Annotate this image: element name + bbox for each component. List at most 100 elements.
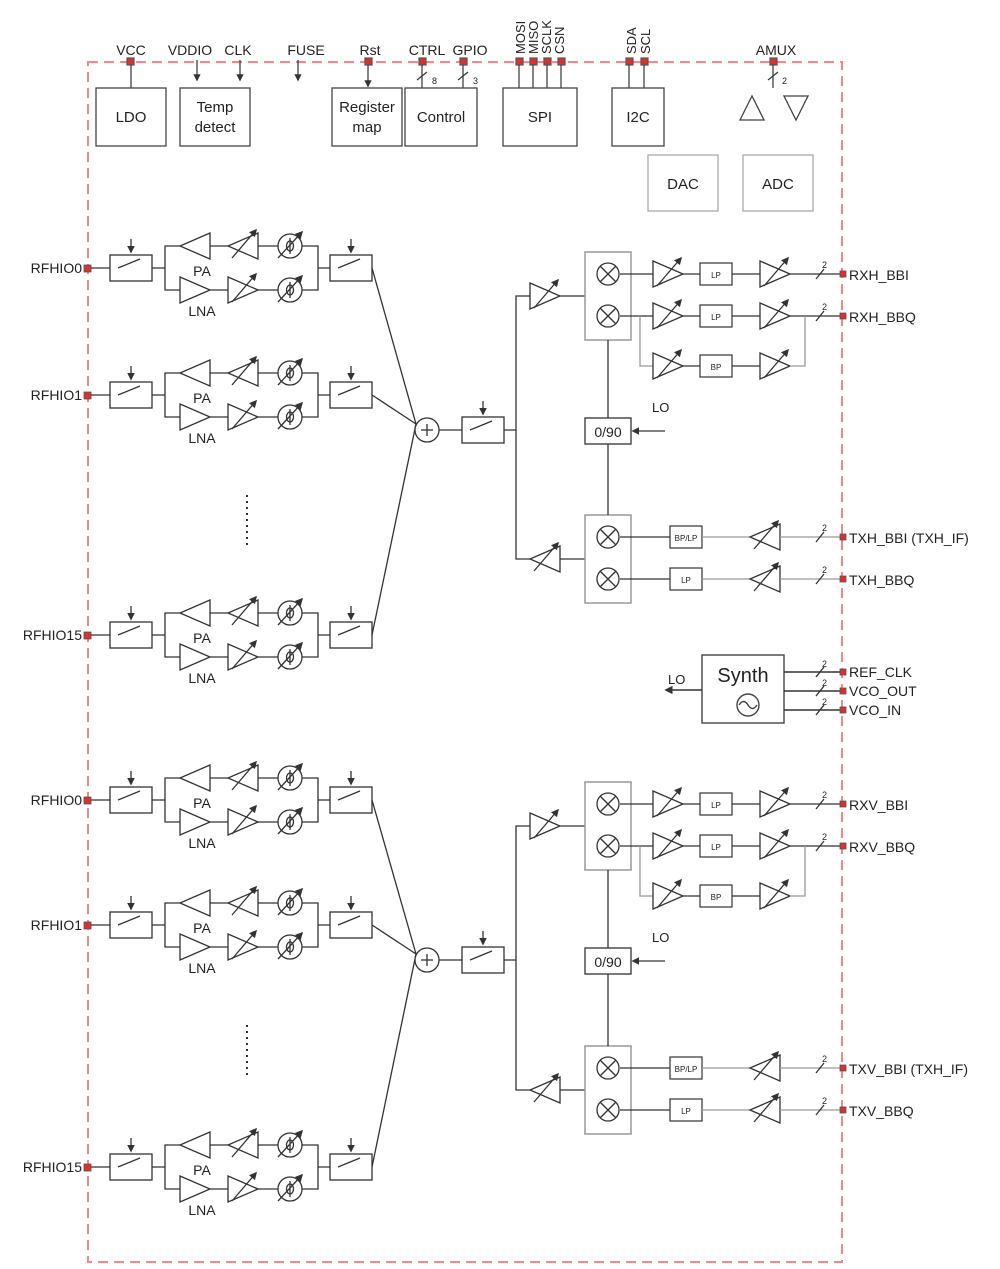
svg-text:I2C: I2C (626, 109, 650, 126)
rf-switch (461, 416, 505, 444)
rf-switch (109, 786, 153, 814)
svg-text:2: 2 (822, 302, 827, 312)
rf-switch (109, 254, 153, 282)
amplifier (179, 643, 212, 671)
temp-detect-block (179, 87, 251, 147)
rf-switch (109, 621, 153, 649)
oscillator-icon (736, 693, 760, 717)
top-blocks: LDO Temp detect Register map Control SPI… (95, 87, 814, 212)
svg-text:LDO: LDO (116, 109, 147, 126)
baseband-port-label: RXV_BBQ (849, 839, 915, 855)
amux-bus-width: 2 (782, 76, 787, 86)
amplifier (179, 403, 212, 431)
baseband-h: 0/90LOLP2RXH_BBILP2RXH_BBQBPBP/LP2TXH_BB… (504, 251, 969, 604)
svg-text:LP: LP (681, 1107, 691, 1116)
baseband-port-label: RXV_BBI (849, 797, 908, 813)
rf-switch (329, 381, 373, 409)
pin-label-rst: Rst (360, 42, 381, 58)
svg-text:2: 2 (822, 832, 827, 842)
ctrl-bus-width: 8 (432, 76, 437, 86)
baseband-port-label: TXH_BBQ (849, 572, 914, 588)
pa-label: PA (193, 630, 211, 646)
amplifier (178, 764, 211, 792)
svg-text:2: 2 (822, 790, 827, 800)
adc-block (742, 154, 814, 212)
baseband-port-label: RXH_BBQ (849, 309, 916, 325)
lna-label: LNA (188, 430, 216, 446)
mixer-pair (584, 781, 632, 871)
lna-label: LNA (188, 670, 216, 686)
amplifier (179, 933, 212, 961)
rf-switch (329, 621, 373, 649)
svg-text:Register: Register (339, 99, 395, 116)
svg-text:0/90: 0/90 (594, 954, 621, 970)
amplifier (179, 808, 212, 836)
phase-splitter (584, 947, 632, 975)
svg-text:BP/LP: BP/LP (675, 1065, 698, 1074)
rf-switch (461, 946, 505, 974)
svg-text:LP: LP (681, 576, 691, 585)
svg-text:DAC: DAC (667, 176, 699, 193)
pin-label-csn: CSN (552, 27, 567, 54)
svg-text:2: 2 (822, 565, 827, 575)
pin-label-fuse: FUSE (287, 42, 324, 58)
lna-label: LNA (188, 303, 216, 319)
rf-switch (329, 1153, 373, 1181)
rf-port-label: RFHIO15 (23, 627, 82, 643)
svg-text:2: 2 (822, 1054, 827, 1064)
ldo-block (95, 87, 167, 147)
spi-block (502, 87, 578, 147)
i2c-block (611, 87, 665, 147)
rf-switch (329, 786, 373, 814)
rf-port-label: RFHIO1 (31, 917, 83, 933)
svg-text:0/90: 0/90 (594, 424, 621, 440)
register-map-block (331, 87, 403, 147)
mixer-pair (584, 251, 632, 341)
pin-label-clk: CLK (224, 42, 252, 58)
amplifier (178, 1131, 211, 1159)
svg-text:2: 2 (822, 678, 827, 688)
svg-text:2: 2 (822, 1096, 827, 1106)
port-ref-clk: REF_CLK (849, 664, 913, 680)
top-pin-row: VCC VDDIO CLK FUSE Rst CTRL 8 GPIO 3 MOS… (116, 20, 797, 88)
baseband-port-label: TXV_BBI (TXH_IF) (849, 1061, 968, 1077)
svg-text:LP: LP (711, 843, 721, 852)
rf-port-label: RFHIO1 (31, 387, 83, 403)
pin-label-sclk: SCLK (539, 20, 554, 54)
pin-label-scl: SCL (638, 29, 653, 54)
svg-text:Temp: Temp (197, 99, 234, 116)
control-block (404, 87, 478, 147)
pa-label: PA (193, 1162, 211, 1178)
amplifier (179, 1175, 212, 1203)
amplifier (178, 359, 211, 387)
pa-label: PA (193, 795, 211, 811)
gpio-bus-width: 3 (473, 76, 478, 86)
amplifier (179, 276, 212, 304)
pa-label: PA (193, 263, 211, 279)
svg-text:BP/LP: BP/LP (675, 534, 698, 543)
port-vco-in: VCO_IN (849, 702, 901, 718)
dac-block (647, 154, 719, 212)
svg-text:2: 2 (822, 659, 827, 669)
svg-text:LP: LP (711, 313, 721, 322)
svg-text:SPI: SPI (528, 109, 552, 126)
pin-label-gpio: GPIO (452, 42, 487, 58)
lna-label: LNA (188, 1202, 216, 1218)
rf-port-label: RFHIO0 (31, 792, 83, 808)
amplifier (178, 889, 211, 917)
rf-port-label: RFHIO0 (31, 260, 83, 276)
svg-text:map: map (352, 119, 381, 136)
pin-label-vcc: VCC (116, 42, 146, 58)
pin-label-miso: MISO (526, 21, 541, 54)
svg-text:2: 2 (822, 523, 827, 533)
rf-switch (109, 1153, 153, 1181)
lna-label: LNA (188, 960, 216, 976)
amux-triangle-up (738, 94, 766, 121)
lo-label: LO (652, 400, 669, 415)
pin-label-mosi: MOSI (513, 21, 528, 54)
pin-label-ctrl: CTRL (409, 42, 446, 58)
svg-text:LP: LP (711, 271, 721, 280)
baseband-v: 0/90LOLP2RXV_BBILP2RXV_BBQBPBP/LP2TXV_BB… (504, 781, 968, 1135)
